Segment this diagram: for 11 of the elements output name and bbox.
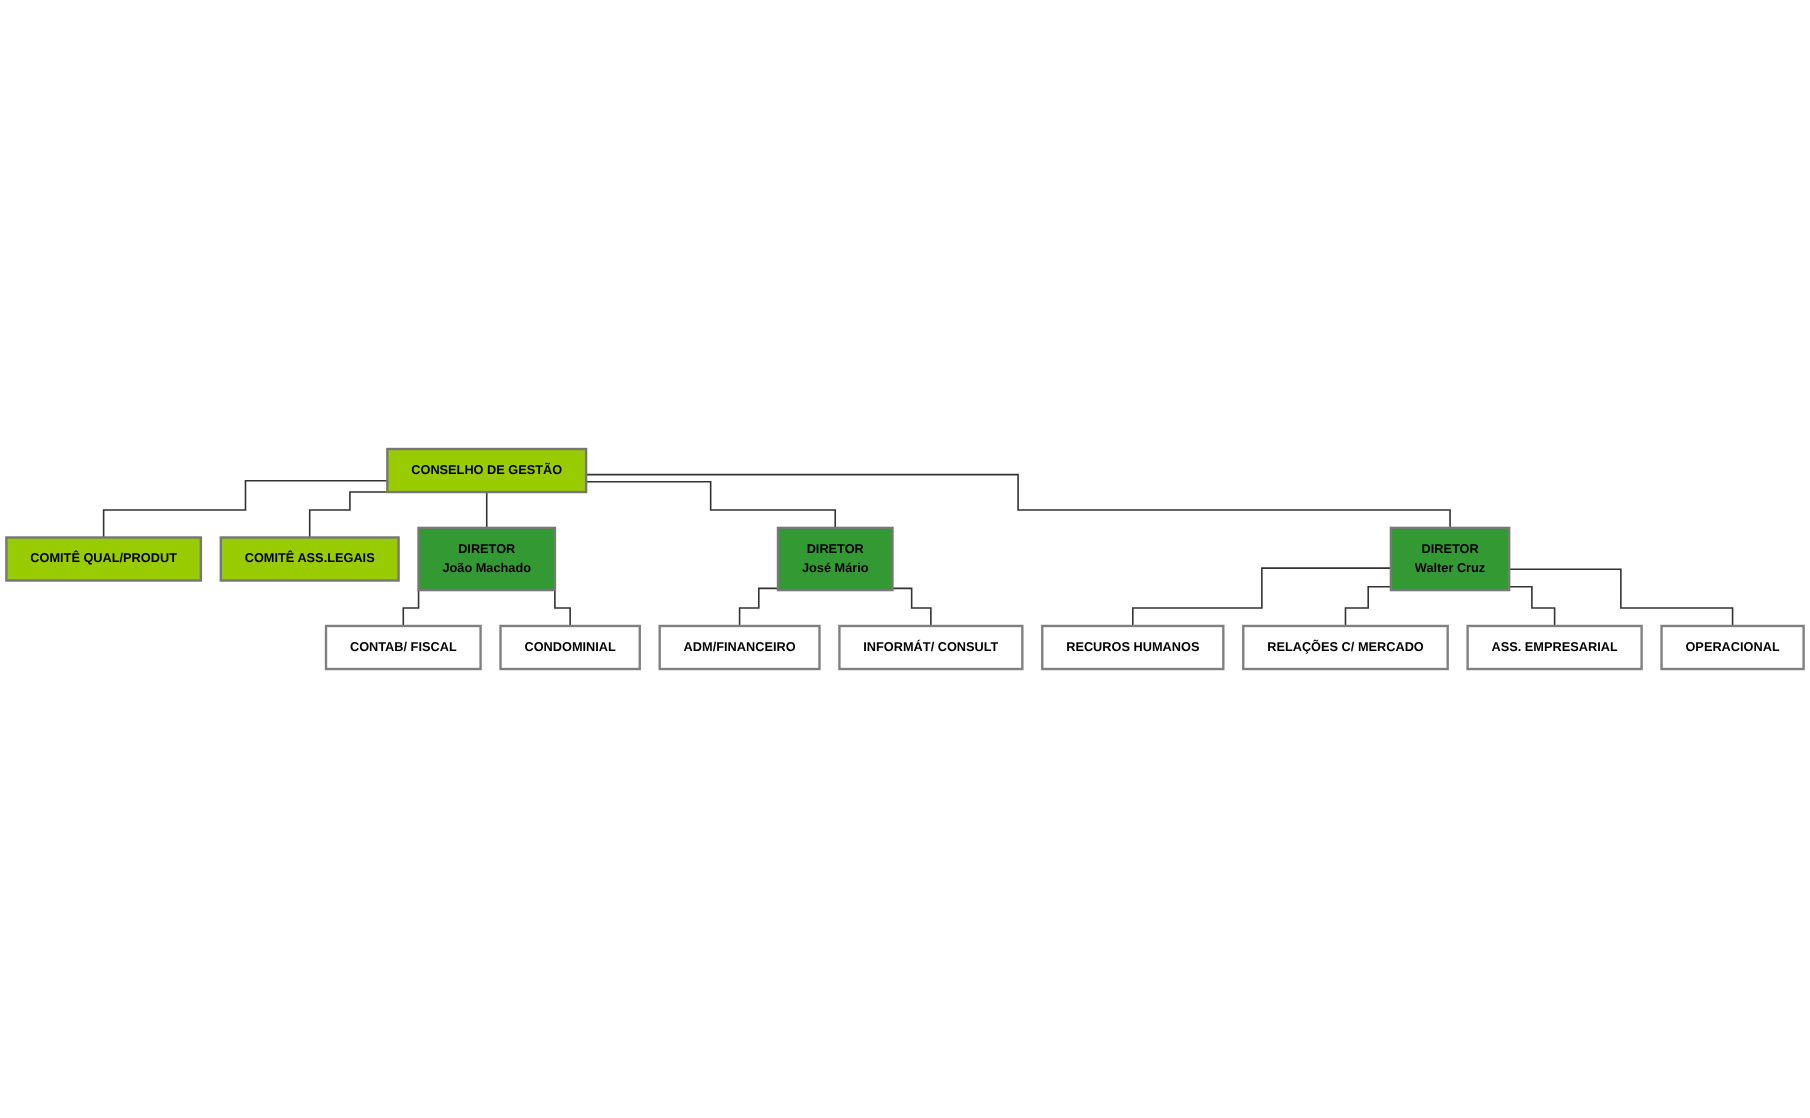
connector <box>1344 585 1392 627</box>
connector <box>1508 585 1556 627</box>
connector <box>738 587 779 627</box>
connector <box>102 479 389 539</box>
connector <box>485 491 488 529</box>
connector <box>891 587 932 627</box>
connector <box>585 480 837 529</box>
connector <box>585 473 1451 529</box>
connector <box>308 491 391 539</box>
connector <box>1132 567 1392 627</box>
connector <box>1508 568 1734 627</box>
